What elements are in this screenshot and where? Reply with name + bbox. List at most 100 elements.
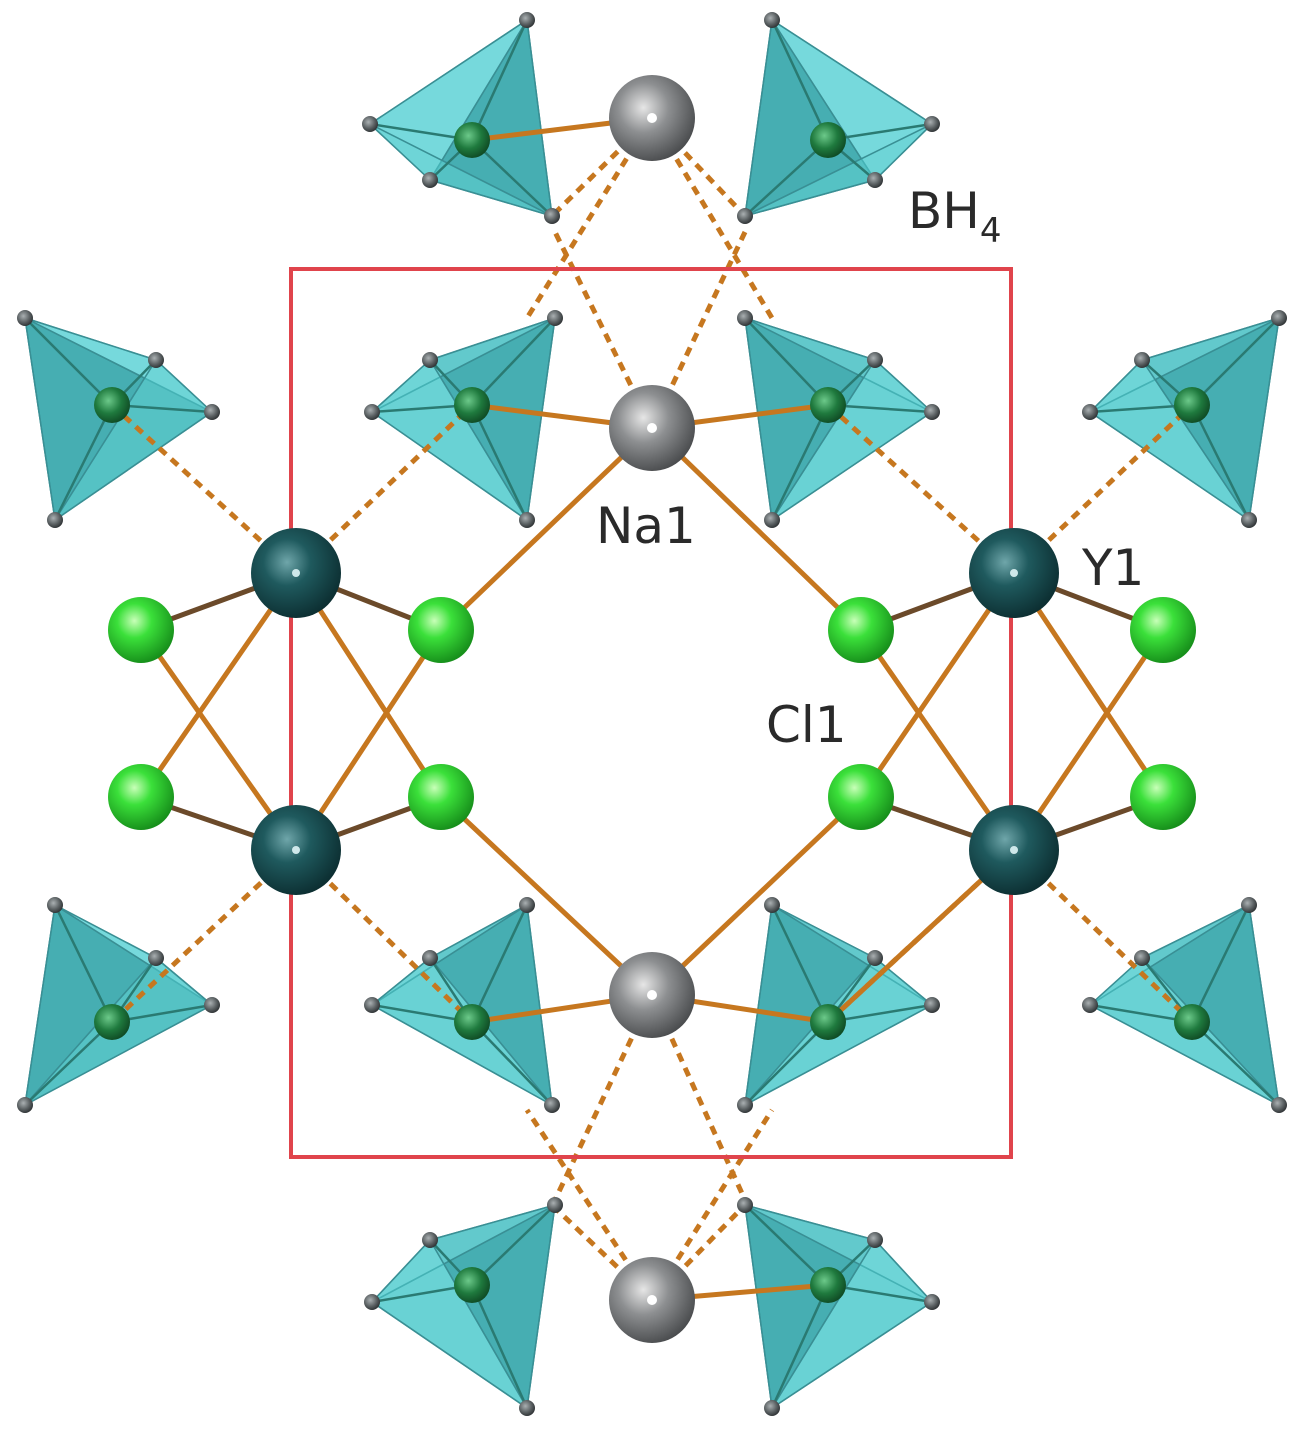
hydrogen-atom	[148, 950, 164, 966]
chlorine-atom	[408, 597, 474, 663]
solid-bond	[649, 794, 864, 998]
hydrogen-atom	[867, 352, 883, 368]
boron-atom	[810, 1267, 846, 1303]
hydrogen-atom	[1082, 997, 1098, 1013]
hydrogen-atom	[1241, 897, 1257, 913]
chlorine-atom	[408, 764, 474, 830]
hydrogen-atom	[1134, 950, 1150, 966]
solid-bond	[438, 425, 655, 633]
solid-bond	[138, 570, 299, 800]
bh4-tetrahedron	[371, 904, 553, 1106]
bh4-tetrahedron	[744, 1204, 933, 1409]
hydrogen-atom	[47, 897, 63, 913]
bh4-tetrahedron	[369, 19, 553, 217]
yttrium-center-dot	[292, 569, 300, 577]
b-h-bond	[770, 1284, 830, 1409]
hydrogen-atom	[547, 1197, 563, 1213]
hydrogen-atom	[764, 12, 780, 28]
yttrium-center-dot	[1010, 846, 1018, 854]
hydrogen-atom	[867, 172, 883, 188]
b-h-bond	[24, 317, 113, 406]
hydrogen-atom	[1271, 310, 1287, 326]
label-cl1: Cl1	[766, 696, 847, 754]
tetrahedron-face	[771, 1239, 933, 1409]
b-h-bond	[470, 1284, 529, 1409]
b-h-bond	[471, 1204, 556, 1286]
hydrogen-atom	[867, 1232, 883, 1248]
bh4-tetrahedron	[744, 19, 933, 217]
boron-atom	[810, 122, 846, 158]
sodium-center-dot	[647, 1295, 657, 1305]
b-h-bond	[470, 904, 529, 1023]
solid-bond	[438, 794, 655, 998]
boron-atom	[94, 1004, 130, 1040]
chlorine-atom	[108, 764, 174, 830]
hydrogen-atom	[737, 1097, 753, 1113]
solid-bond	[858, 570, 1017, 800]
chlorine-atom	[1130, 597, 1196, 663]
unit-cell-outline	[289, 267, 1013, 1159]
sodium-center-dot	[647, 423, 657, 433]
tetrahedron-face	[1089, 359, 1250, 521]
b-h-bond	[744, 1021, 829, 1106]
dashed-contact	[826, 403, 1016, 575]
yttrium-center-dot	[1010, 569, 1018, 577]
boron-atom	[1174, 1004, 1210, 1040]
hydrogen-atom	[924, 116, 940, 132]
hydrogen-atom	[364, 997, 380, 1013]
atoms	[17, 12, 1287, 1416]
b-h-bond	[1191, 1021, 1280, 1106]
hydrogen-atom	[17, 310, 33, 326]
hydrogen-atom	[422, 172, 438, 188]
b-h-bond	[24, 1021, 113, 1106]
hydrogen-atom	[924, 997, 940, 1013]
label-y1: Y1	[1081, 539, 1144, 597]
hydrogen-atom	[519, 12, 535, 28]
b-h-bond	[1190, 404, 1251, 521]
b-h-bond	[744, 139, 829, 217]
hydrogen-atom	[764, 512, 780, 528]
b-h-bond	[744, 317, 829, 406]
hydrogen-atom	[47, 512, 63, 528]
dashed-contact	[110, 848, 298, 1024]
hydrogen-atom	[519, 897, 535, 913]
hydrogen-atom	[364, 1294, 380, 1310]
b-h-bond	[471, 1021, 553, 1106]
chlorine-atom	[828, 597, 894, 663]
boron-atom	[1174, 387, 1210, 423]
hydrogen-atom	[204, 404, 220, 420]
hydrogen-atom	[362, 116, 378, 132]
b-h-bond	[770, 19, 830, 141]
tetrahedron-face	[369, 123, 553, 217]
hydrogen-atom	[1271, 1097, 1287, 1113]
chlorine-atom	[828, 764, 894, 830]
hydrogen-atom	[519, 512, 535, 528]
labels: BH4 Na1 Y1 Cl1	[596, 182, 1144, 754]
hydrogen-atom	[17, 1097, 33, 1113]
bh4-tetrahedron	[24, 904, 213, 1106]
hydrogen-atom	[148, 352, 164, 368]
chlorine-atom	[1130, 764, 1196, 830]
hydrogen-atom	[737, 1197, 753, 1213]
bh4-tetrahedron	[371, 1204, 556, 1409]
bh4-tetrahedron	[744, 904, 933, 1106]
hydrogen-atom	[737, 208, 753, 224]
tetrahedron-face	[371, 359, 528, 521]
boron-atom	[810, 387, 846, 423]
b-h-bond	[770, 904, 830, 1023]
hydrogen-atom	[924, 1294, 940, 1310]
boron-atom	[94, 387, 130, 423]
label-na1: Na1	[596, 497, 696, 555]
b-h-bond	[1191, 317, 1280, 406]
hydrogen-atom	[544, 208, 560, 224]
boron-atom	[454, 1267, 490, 1303]
boron-atom	[454, 1004, 490, 1040]
hydrogen-atom	[924, 404, 940, 420]
b-h-bond	[53, 404, 114, 521]
hydrogen-atom	[547, 310, 563, 326]
solid-bond	[649, 425, 864, 633]
tetrahedron-face	[771, 359, 933, 521]
dashed-bonds	[110, 116, 1194, 1302]
boron-atom	[454, 387, 490, 423]
sodium-center-dot	[647, 113, 657, 123]
